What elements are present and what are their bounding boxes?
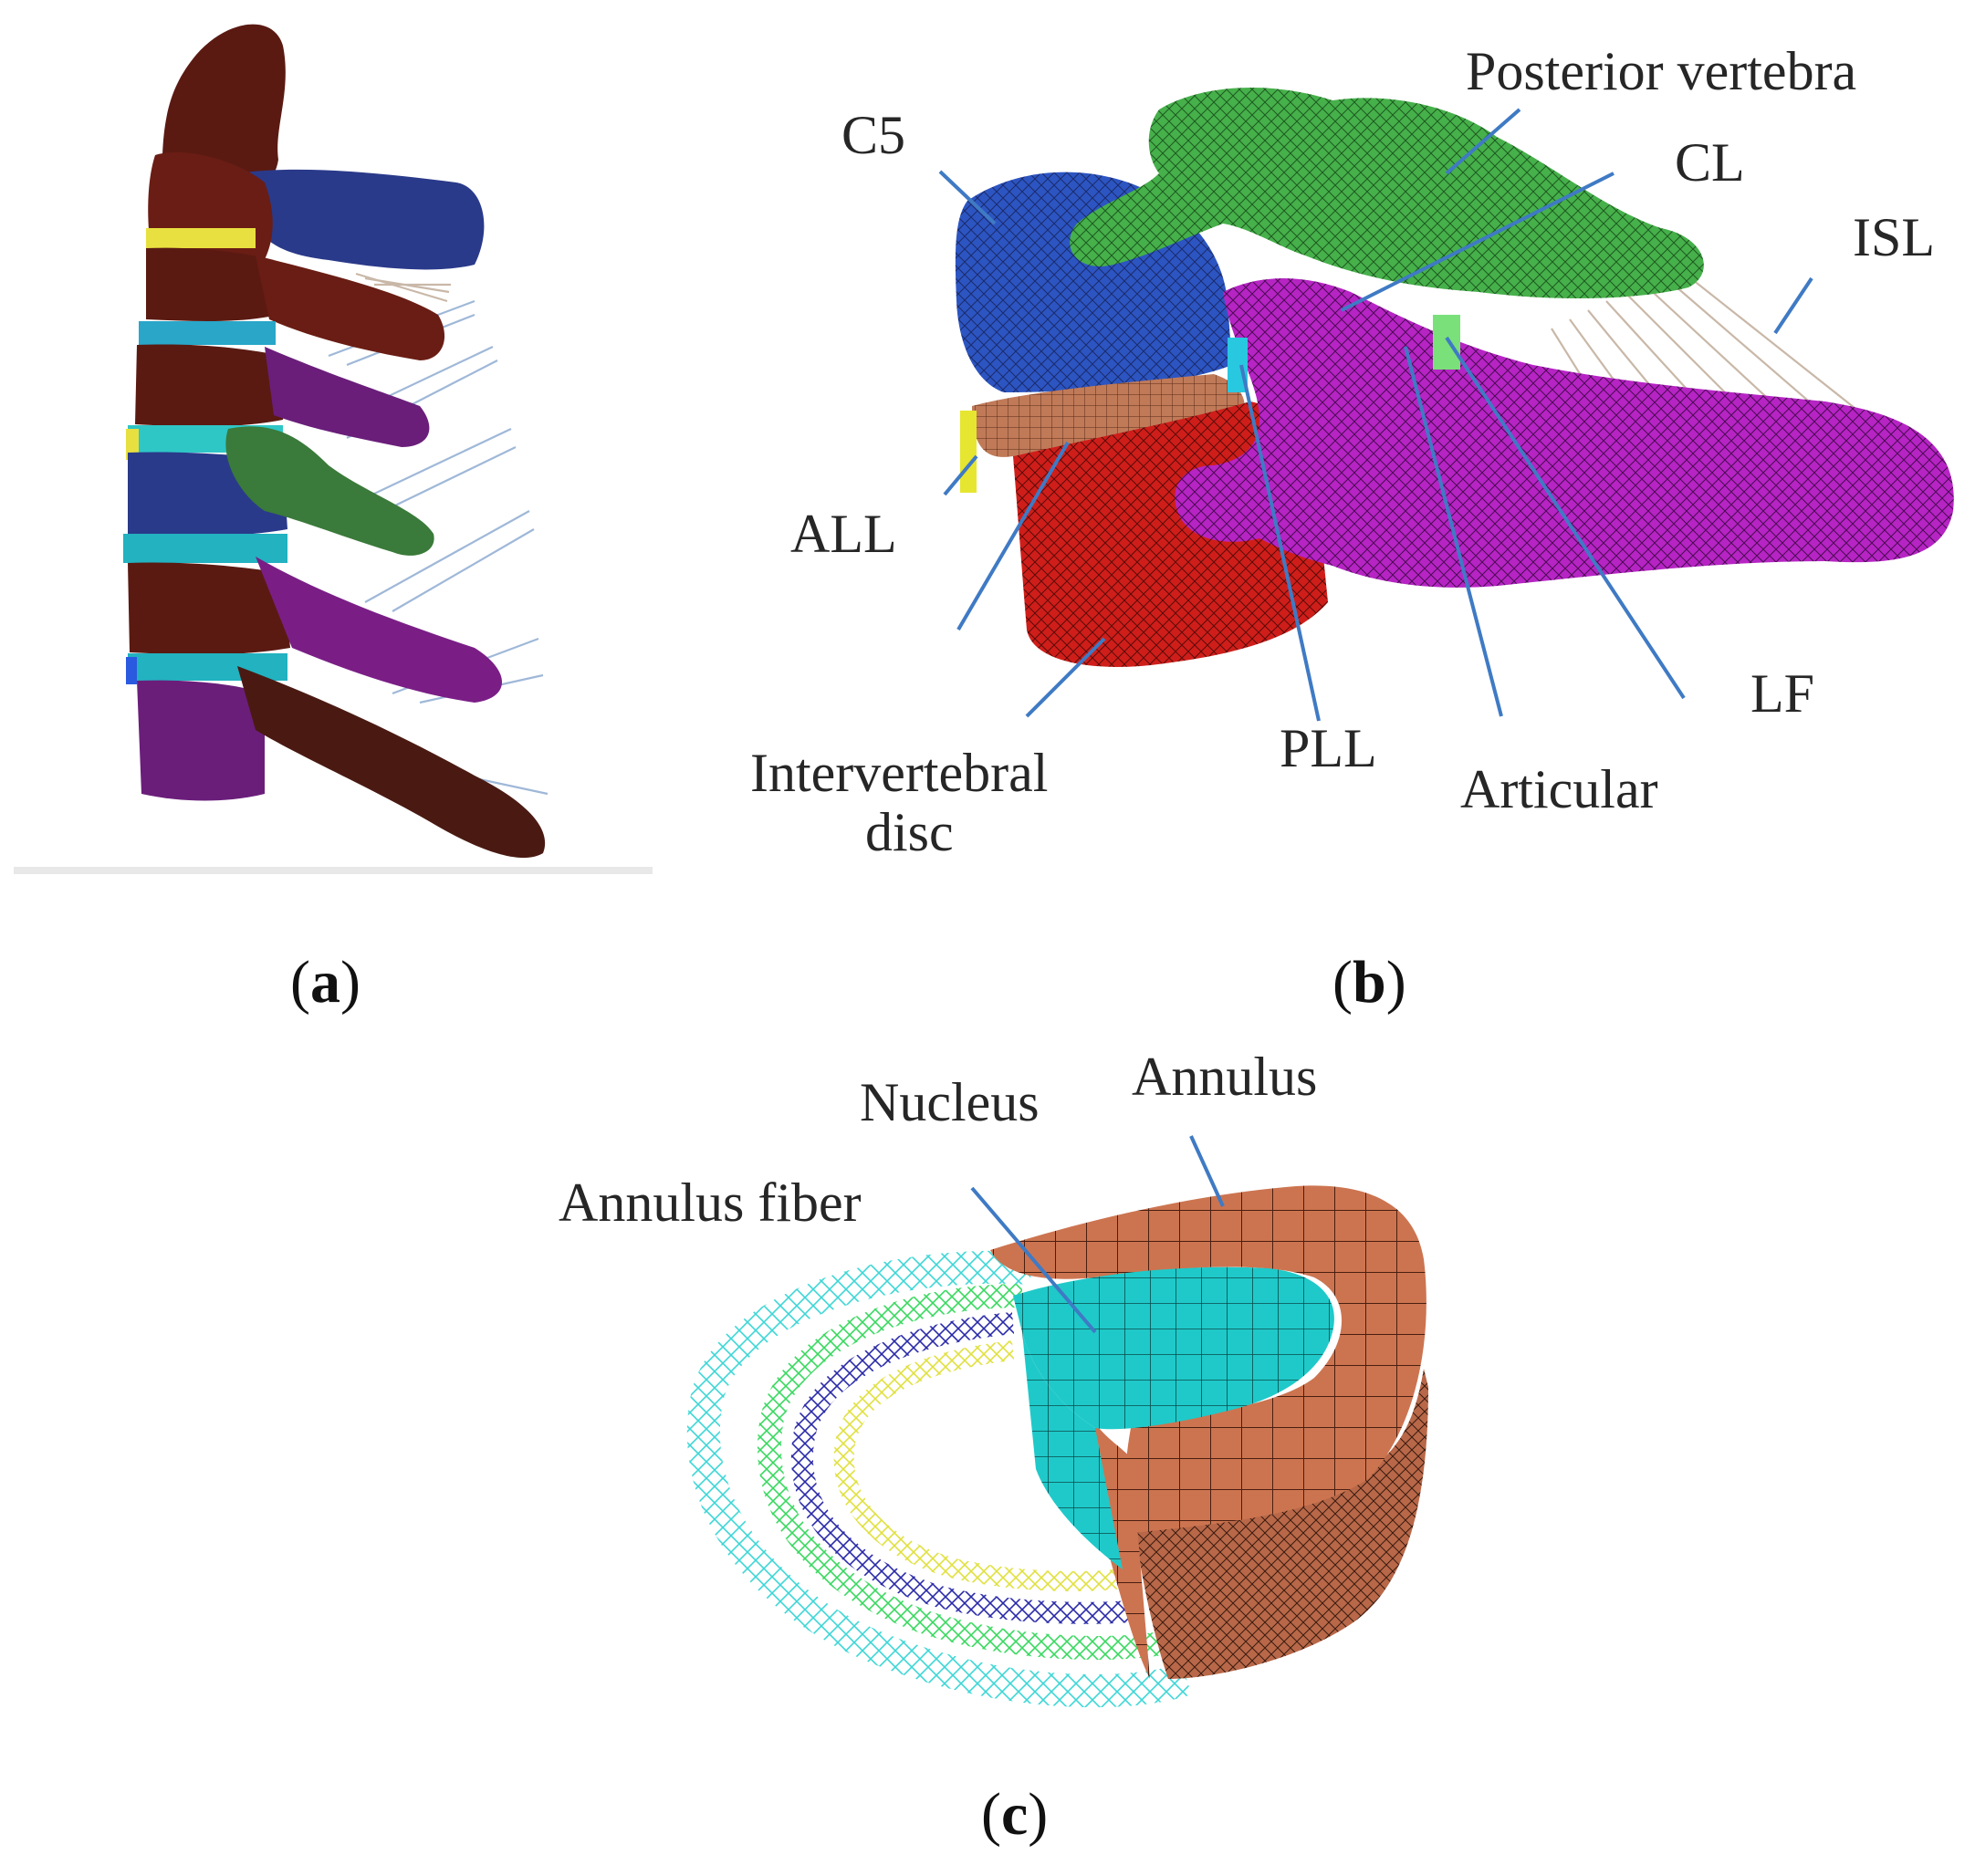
annulus-fiber-layers (686, 1250, 1192, 1708)
disc-c2c3 (146, 228, 256, 248)
all-b (960, 411, 977, 493)
vertebra-c3 (146, 247, 278, 322)
intervertebral-disc-b (972, 374, 1245, 457)
panel-a-baseline (14, 867, 653, 874)
annulus-top (990, 1185, 1426, 1533)
nucleus (1013, 1266, 1334, 1430)
panel-a (14, 24, 653, 874)
label-annulus-fiber: Annulus fiber (559, 1172, 862, 1233)
vertebra-c5-posterior (225, 426, 434, 556)
label-isl: ISL (1853, 207, 1935, 267)
panel-b: C5 Posterior vertebra CL ISL ALL Interve… (750, 41, 1954, 862)
caption-a: (a) (290, 949, 361, 1016)
vertebra-c3-spinous (256, 255, 445, 360)
vertebra-c4-spinous (265, 347, 430, 447)
nucleus-front-wall (1022, 1332, 1123, 1569)
vertebra-c7-spinous (237, 666, 546, 859)
all-a (126, 429, 139, 460)
posterior-vertebra-green (1070, 88, 1704, 298)
label-posterior-vertebra: Posterior vertebra (1466, 41, 1856, 101)
label-nucleus: Nucleus (860, 1072, 1040, 1132)
vertebra-c2-spinous (237, 169, 485, 270)
vertebra-c6 (128, 562, 290, 655)
annulus-cut-face (1095, 1423, 1150, 1679)
disc-c5c6 (123, 534, 287, 563)
lf-strip (1433, 315, 1460, 370)
label-intervertebral-disc-1: Intervertebral (750, 743, 1048, 803)
panel-b-leaders (938, 108, 1813, 722)
label-lf: LF (1750, 663, 1814, 724)
panel-c: Nucleus Annulus Annulus fiber (559, 1047, 1428, 1708)
vertebra-c4 (135, 344, 283, 427)
vertebra-c7 (137, 680, 265, 801)
vertebra-c6-posterior (1175, 278, 1954, 588)
label-all: ALL (790, 504, 897, 564)
panel-captions: (a) (b) (c) (290, 949, 1406, 1848)
label-annulus: Annulus (1132, 1047, 1317, 1107)
vertebra-c6-spinous (256, 557, 502, 703)
panel-c-leaders (970, 1135, 1225, 1334)
label-cl: CL (1675, 132, 1745, 193)
annulus-side-wall (1132, 1369, 1428, 1679)
caption-b: (b) (1332, 949, 1406, 1016)
label-articular: Articular (1460, 759, 1658, 819)
panel-b-labels: C5 Posterior vertebra CL ISL ALL Interve… (750, 41, 1935, 862)
disc-c3c4 (139, 321, 276, 345)
caption-c: (c) (981, 1781, 1048, 1848)
label-c5: C5 (841, 105, 905, 165)
all-a-2 (126, 657, 137, 684)
label-intervertebral-disc-2: disc (865, 802, 954, 862)
label-pll: PLL (1280, 718, 1377, 778)
panel-c-labels: Nucleus Annulus Annulus fiber (559, 1047, 1317, 1233)
